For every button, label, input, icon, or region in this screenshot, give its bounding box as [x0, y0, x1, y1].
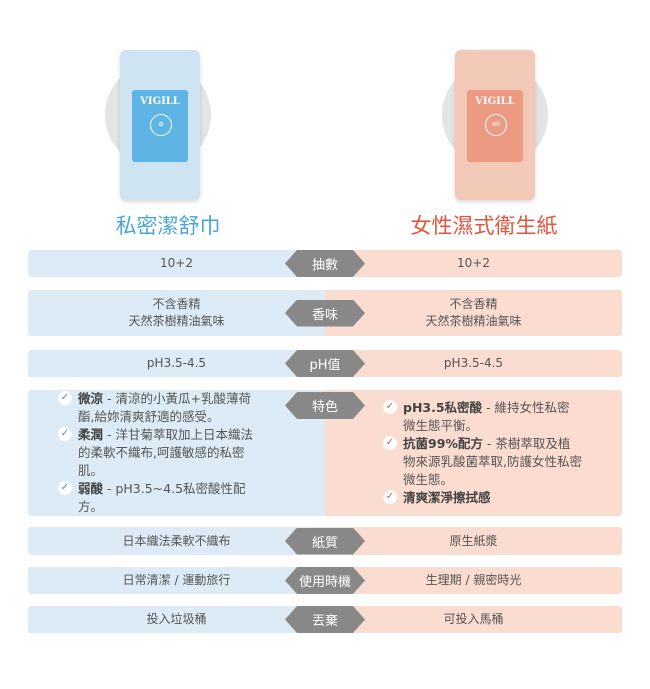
- right-cell: ✓ pH3.5私密酸 - 維持女性私密微生態平衡。 ✓ 抗菌99%配方 - 茶樹萃取及…: [325, 390, 622, 516]
- feature-item: ✓ 清爽潔淨擦拭感: [383, 489, 582, 507]
- checkmark-icon: ✓: [58, 391, 72, 405]
- certification-badge-icon: ✿: [150, 114, 172, 136]
- right-cell: 可投入馬桶: [325, 606, 622, 633]
- left-cell: 投入垃圾桶: [28, 606, 325, 633]
- feature-item: ✓ 柔潤 - 洋甘菊萃取加上日本織法的柔軟不織布,呵護敏感的私密肌。: [58, 426, 257, 480]
- row-label: 紙質: [285, 527, 365, 555]
- left-cell: 日常清潔 / 運動旅行: [28, 567, 325, 594]
- right-cell: 生理期 / 親密時光: [325, 567, 622, 594]
- left-cell: 不含香精 天然茶樹精油氣味: [28, 290, 325, 336]
- feature-item: ✓ 弱酸 - pH3.5~4.5私密酸性配方。: [58, 480, 257, 516]
- comparison-row: 日本織法柔軟不織布原生紙漿紙質: [28, 527, 622, 555]
- checkmark-icon: ✓: [58, 427, 72, 441]
- left-cell: 10+2: [28, 250, 325, 277]
- row-label: 抽數: [285, 250, 365, 277]
- feature-title: 柔潤: [78, 427, 104, 442]
- row-label: 使用時機: [285, 567, 365, 594]
- feature-title: pH3.5私密酸: [403, 400, 483, 415]
- right-cell: 10+2: [325, 250, 622, 277]
- feature-item: ✓ 抗菌99%配方 - 茶樹萃取及植物來源乳酸菌萃取,防護女性私密微生態。: [383, 435, 582, 489]
- right-cell: 原生紙漿: [325, 527, 622, 555]
- wipes-package-image: VIGILL ✿: [120, 50, 200, 200]
- feature-desc: - pH3.5~4.5私密酸性配方。: [78, 481, 246, 514]
- feature-item: ✓ 微涼 - 清涼的小黃瓜+乳酸薄荷酯,給妳清爽舒適的感受。: [58, 390, 257, 426]
- row-label: 香味: [285, 299, 365, 327]
- checkmark-icon: ✓: [58, 481, 72, 495]
- product-title-wipes: 私密潔舒巾: [115, 214, 221, 238]
- row-label: 特色: [285, 392, 365, 419]
- feature-title: 微涼: [78, 391, 104, 406]
- feature-desc: - 清涼的小黃瓜+乳酸薄荷酯,給妳清爽舒適的感受。: [78, 391, 251, 424]
- product-title-tissue: 女性濕式衛生紙: [410, 214, 558, 238]
- feature-desc: - 茶樹萃取及植物來源乳酸菌萃取,防護女性私密微生態。: [403, 436, 582, 487]
- row-label: pH值: [285, 350, 365, 377]
- comparison-row: ✓ 微涼 - 清涼的小黃瓜+乳酸薄荷酯,給妳清爽舒適的感受。 ✓ 柔潤 - 洋甘菊萃取…: [28, 390, 622, 516]
- feature-title: 清爽潔淨擦拭感: [403, 490, 491, 505]
- feature-title: 抗菌99%配方: [403, 436, 483, 451]
- row-label: 丟棄: [285, 606, 365, 633]
- feature-desc: - 洋甘菊萃取加上日本織法的柔軟不織布,呵護敏感的私密肌。: [78, 427, 253, 478]
- left-cell: ✓ 微涼 - 清涼的小黃瓜+乳酸薄荷酯,給妳清爽舒適的感受。 ✓ 柔潤 - 洋甘菊萃取…: [28, 390, 325, 516]
- checkmark-icon: ✓: [383, 490, 397, 504]
- right-cell: 不含香精 天然茶樹精油氣味: [325, 290, 622, 336]
- tissue-package-image: VIGILL 99: [455, 50, 535, 200]
- left-cell: pH3.5-4.5: [28, 350, 325, 377]
- feature-desc: - 維持女性私密微生態平衡。: [403, 400, 570, 433]
- left-cell: 日本織法柔軟不織布: [28, 527, 325, 555]
- right-cell: pH3.5-4.5: [325, 350, 622, 377]
- comparison-row: 不含香精 天然茶樹精油氣味不含香精 天然茶樹精油氣味香味: [28, 290, 622, 336]
- feature-item: ✓ pH3.5私密酸 - 維持女性私密微生態平衡。: [383, 399, 582, 435]
- feature-title: 弱酸: [78, 481, 104, 496]
- checkmark-icon: ✓: [383, 400, 397, 414]
- checkmark-icon: ✓: [383, 436, 397, 450]
- comparison-row: 投入垃圾桶可投入馬桶丟棄: [28, 606, 622, 633]
- comparison-row: 日常清潔 / 運動旅行生理期 / 親密時光使用時機: [28, 567, 622, 594]
